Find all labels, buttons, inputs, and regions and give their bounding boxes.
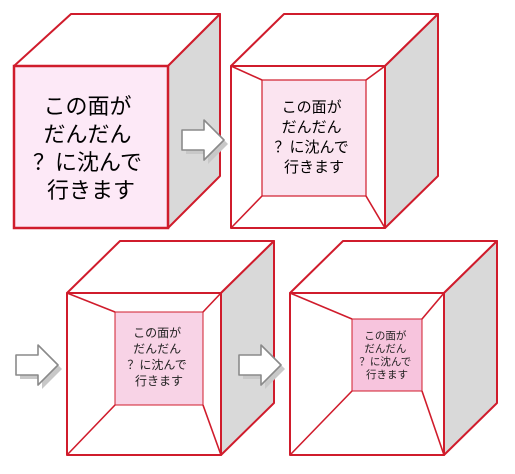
cube-1-line-1: この面が	[43, 95, 131, 120]
cube-stage-4: この面が だんだん ？に沈んで 行きます	[289, 240, 498, 456]
cube-1-line-4: 行きます	[47, 179, 135, 204]
cube-3-face	[114, 311, 204, 406]
cube-2-face	[261, 79, 367, 197]
cube-2-line-4: 行きます	[284, 158, 344, 176]
cube-4-line-2: だんだん	[364, 343, 406, 355]
cube-stage-3: この面が だんだん ？に沈んで 行きます	[66, 240, 275, 456]
cube-3-line-3: ？に沈んで	[127, 357, 186, 372]
cube-3-line-2: だんだん	[133, 342, 181, 356]
cube-4-front-frame	[289, 292, 445, 456]
cube-2-line-2: だんだん	[282, 118, 342, 136]
cube-2-front-frame	[230, 65, 386, 229]
cube-4-line-1: この面が	[364, 329, 406, 342]
cube-4-line-4: 行きます	[366, 368, 408, 381]
cube-2-line-3: ？に沈んで	[274, 138, 348, 156]
cube-stage-2: この面が だんだん ？に沈んで 行きます	[230, 13, 439, 229]
cube-1-line-3: ？に沈んで	[33, 151, 142, 176]
cube-1-line-2: だんだん	[43, 123, 131, 148]
right-arrow-icon	[15, 344, 62, 389]
cube-1-face	[12, 64, 170, 230]
cube-4-line-3: ？に沈んで	[359, 355, 411, 368]
right-arrow-icon	[238, 344, 285, 389]
cube-stage-1: この面が だんだん ？に沈んで 行きます	[12, 13, 221, 230]
cube-4-face	[351, 318, 423, 392]
cube-1-text: この面が だんだん ？に沈んで 行きます	[33, 95, 149, 204]
cube-3-front-frame	[66, 292, 222, 456]
cube-2-line-1: この面が	[282, 98, 342, 116]
cube-4-text: この面が だんだん ？に沈んで 行きます	[359, 329, 414, 381]
right-arrow-icon	[181, 119, 228, 164]
cube-3-line-1: この面が	[133, 325, 181, 340]
cube-3-line-4: 行きます	[135, 374, 183, 388]
cube-3-text: この面が だんだん ？に沈んで 行きます	[127, 325, 190, 388]
cube-2-text: この面が だんだん ？に沈んで 行きます	[274, 98, 353, 176]
